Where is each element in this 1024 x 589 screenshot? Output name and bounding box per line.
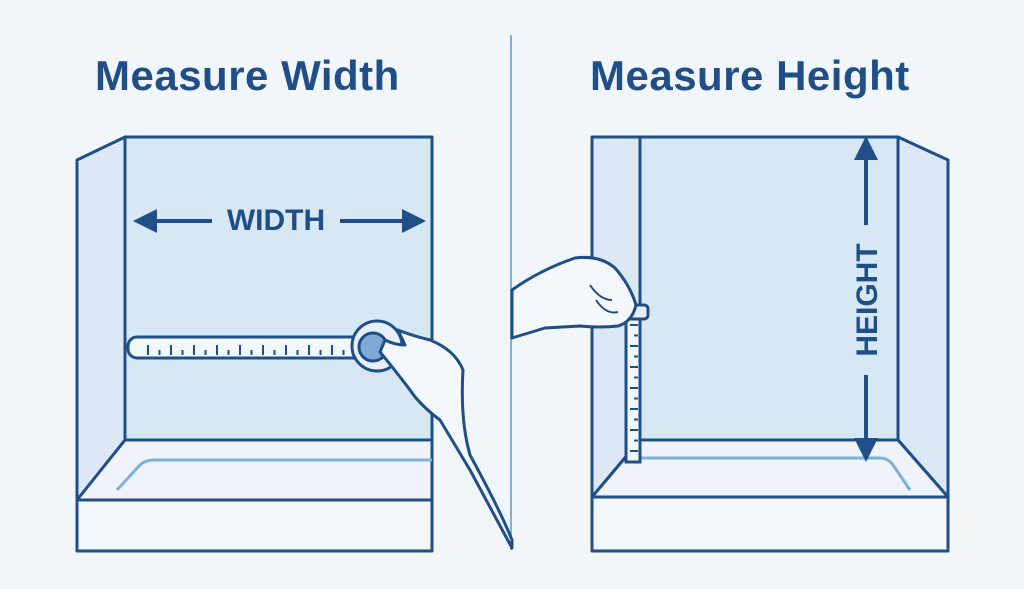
width-title: Measure Width [95, 52, 400, 99]
width-shower-stall [75, 135, 434, 553]
hand-right [510, 256, 638, 340]
height-title: Measure Height [590, 52, 910, 99]
height-shower-stall [590, 135, 950, 553]
width-label: WIDTH [227, 204, 325, 237]
height-label: HEIGHT [851, 243, 884, 356]
hand-left [378, 328, 514, 550]
